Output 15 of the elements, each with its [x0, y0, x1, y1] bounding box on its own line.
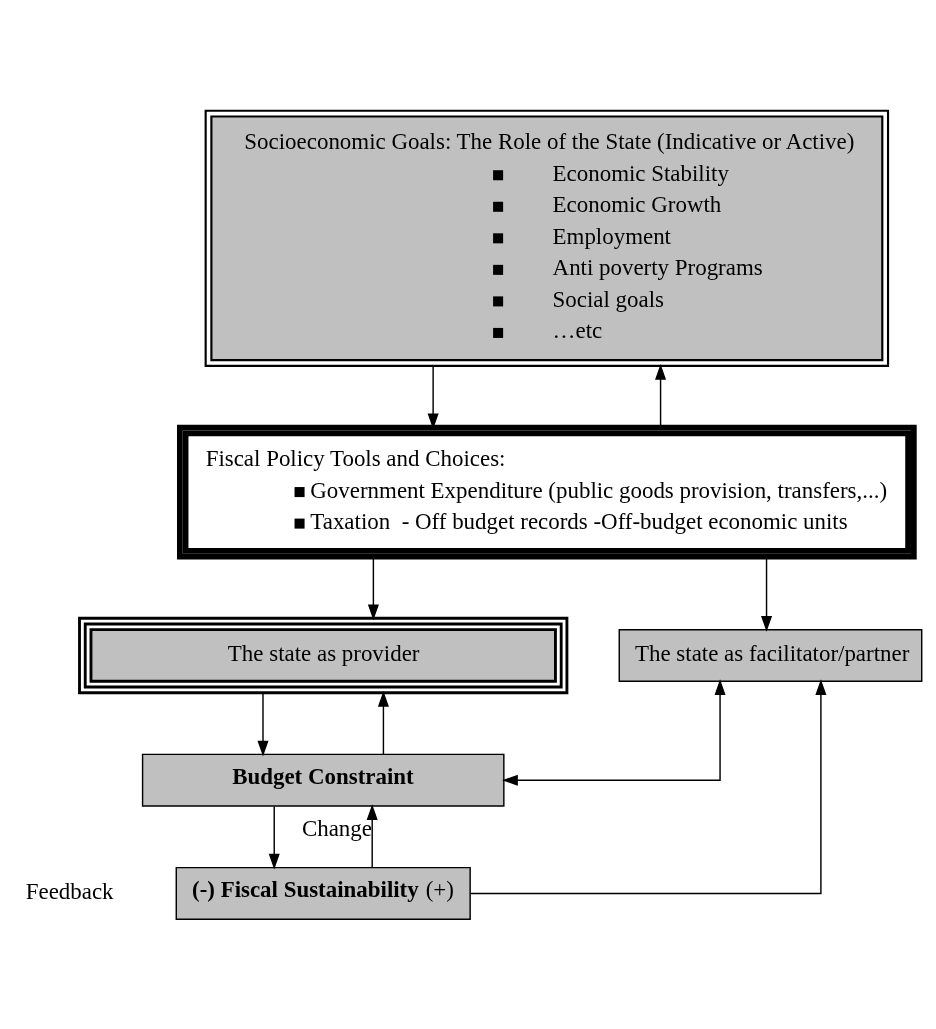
arrow	[655, 363, 667, 428]
arrow	[469, 678, 827, 894]
node-box: The state as provider	[78, 616, 569, 694]
label: Feedback	[25, 878, 114, 904]
node-box: (-) Fiscal Sustainability (+)	[175, 866, 471, 920]
arrow	[502, 678, 726, 786]
arrow	[377, 690, 389, 755]
node-box: The state as facilitator/partner	[618, 628, 923, 682]
arrow	[257, 691, 269, 756]
node-box: Socioeconomic Goals: The Role of the State (Indicative or Active) Economic Stability Economic Growth Employment Anti poverty Programs Social goals …etc	[204, 109, 890, 367]
node-box: Fiscal Policy Tools and Choices: Government Expenditure (public goods provision, transfers,...) Taxation - Off budget records -Off-budget economic units	[177, 424, 917, 559]
arrow	[366, 803, 378, 868]
edge-label: Change	[301, 815, 372, 841]
arrow	[268, 805, 280, 869]
node-box: Budget Constraint	[141, 753, 505, 807]
